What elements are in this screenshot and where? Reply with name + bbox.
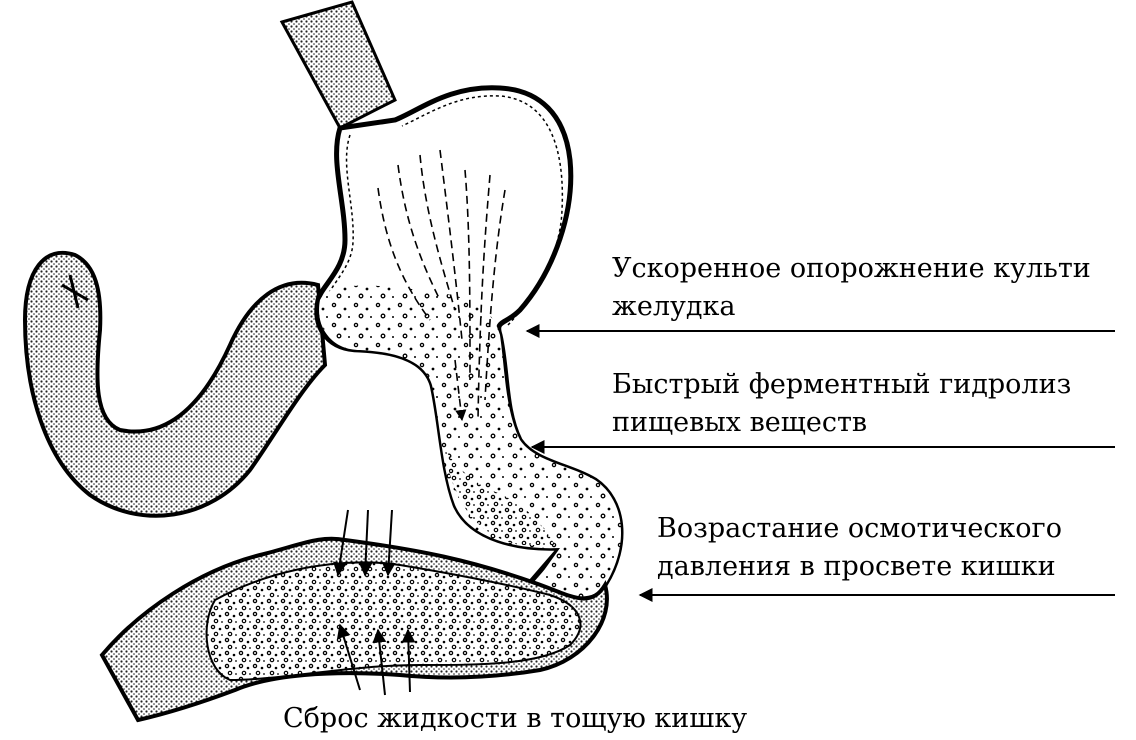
esophagus — [282, 2, 395, 128]
afferent-loop — [25, 253, 325, 516]
label-osmotic-pressure-line-2: давления в просвете кишки — [657, 548, 1062, 586]
label-accelerated-emptying-line-2: желудка — [612, 288, 1091, 326]
label-fluid-discharge-text: Сброс жидкости в тощую кишку — [283, 700, 747, 738]
label-accelerated-emptying-line-1: Ускоренное опорожнение культи — [612, 250, 1091, 288]
label-accelerated-emptying: Ускоренное опорожнение культи желудка — [612, 250, 1091, 326]
label-fast-hydrolysis: Быстрый ферментный гидролиз пищевых веще… — [612, 366, 1071, 442]
label-fast-hydrolysis-line-2: пищевых веществ — [612, 404, 1071, 442]
label-fast-hydrolysis-line-1: Быстрый ферментный гидролиз — [612, 366, 1071, 404]
label-fluid-discharge: Сброс жидкости в тощую кишку — [283, 700, 747, 738]
label-osmotic-pressure: Возрастание осмотического давления в про… — [657, 510, 1062, 586]
label-osmotic-pressure-line-1: Возрастание осмотического — [657, 510, 1062, 548]
